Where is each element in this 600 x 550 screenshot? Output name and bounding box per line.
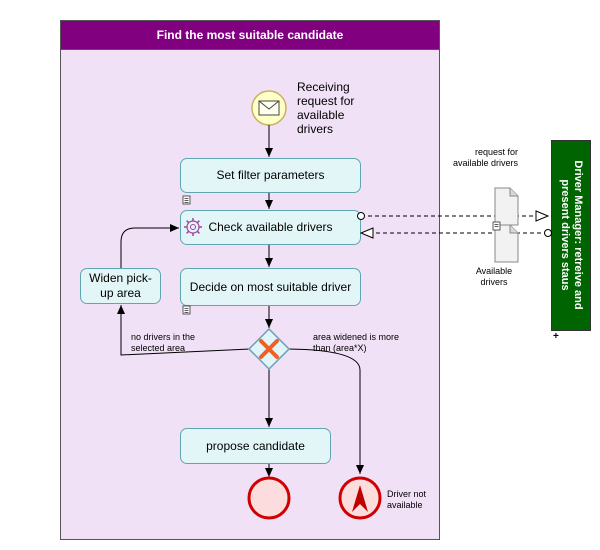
exclusive-gateway[interactable] [247, 327, 291, 371]
task-widen-pickup-area[interactable]: Widen pick-up area [80, 268, 161, 304]
error-end-event[interactable] [338, 476, 382, 520]
sequence-flows [117, 125, 364, 477]
x-icon [259, 339, 279, 359]
flow-gateway-to-error [288, 348, 364, 474]
end-event[interactable] [247, 476, 291, 520]
pool-title: Find the most suitable candidate [60, 20, 440, 50]
task-decide-suitable-driver[interactable]: Decide on most suitable driver [180, 268, 361, 306]
expand-marker[interactable]: + [553, 331, 559, 342]
data-object-request[interactable] [494, 187, 519, 226]
message-flows [361, 216, 548, 233]
data-object-available[interactable] [494, 224, 519, 263]
flow-label-area-widened: area widened is more than (area*X) [313, 332, 400, 353]
flow-gateway-to-widen [117, 305, 251, 356]
task-check-available-drivers[interactable]: Check available drivers [180, 210, 361, 245]
flow-label-no-drivers: no drivers in the selected area [131, 332, 196, 353]
task-propose-candidate[interactable]: propose candidate [180, 428, 331, 464]
envelope-icon [258, 100, 280, 116]
flow-widen-to-check [120, 224, 179, 268]
note-icon-data [492, 221, 501, 231]
data-object-request-label: request for available drivers [452, 147, 518, 168]
note-icon-decide [182, 305, 191, 315]
gear-icon [184, 218, 202, 236]
note-icon-filter [182, 195, 191, 205]
task-set-filter-parameters[interactable]: Set filter parameters [180, 158, 361, 193]
error-icon [352, 485, 368, 512]
start-event-label: Receiving request for available drivers [297, 80, 355, 136]
message-start-event[interactable] [251, 90, 287, 126]
error-end-event-label: Driver not available [387, 489, 427, 510]
data-object-available-label: Available drivers [475, 266, 513, 287]
